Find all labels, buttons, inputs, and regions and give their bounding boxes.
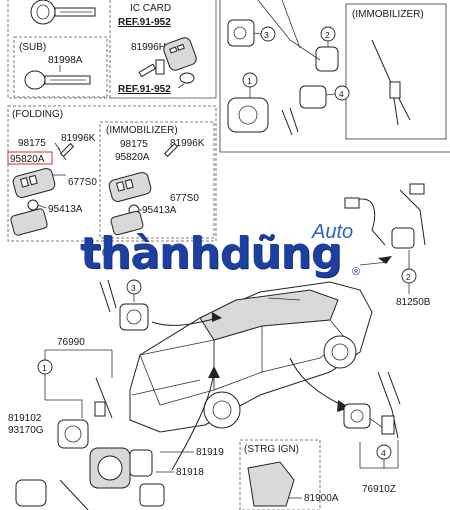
folding-label: (FOLDING) <box>12 109 63 120</box>
part-81919: 81919 <box>196 447 224 458</box>
immobilizer-top-label: (IMMOBILIZER) <box>352 9 424 20</box>
folding-label-fragment: 0) <box>102 248 111 259</box>
part-76910z: 76910Z <box>362 484 396 495</box>
car-outline <box>129 281 373 433</box>
part-95413a-b: 95413A <box>142 205 177 216</box>
trunk-lock-group: 4 76910Z <box>343 371 401 495</box>
part-677s0-a: 677S0 <box>68 177 97 188</box>
watermark-auto: Auto <box>312 221 354 243</box>
callout-2-right: 2 <box>406 272 411 282</box>
callout-3-mid: 3 <box>131 283 136 293</box>
strg-ign-label: (STRG IGN) <box>244 444 299 455</box>
ic-card-label: IC CARD <box>130 3 171 14</box>
part-95820a-a: 95820A <box>10 154 45 165</box>
part-98175-a: 98175 <box>18 138 46 149</box>
part-81996k-b: 81996K <box>170 138 205 149</box>
panel-frames <box>7 0 450 510</box>
immobilizer-top-group: (IMMOBILIZER) <box>352 9 424 126</box>
part-76990: 76990 <box>57 337 85 348</box>
highlight-box <box>7 151 53 165</box>
ic-card-group: IC CARD REF.91-952 81996H REF.91-952 <box>118 3 197 95</box>
strg-ign-group: (STRG IGN) 81900A <box>244 444 339 507</box>
part-81996k-a: 81996K <box>61 133 96 144</box>
part-81996h: 81996H <box>131 42 166 53</box>
part-81250b: 81250B <box>396 297 431 308</box>
door-lock-right-group: 2 81250B <box>344 183 431 308</box>
connector-arrows <box>151 312 386 471</box>
part-98175-b: 98175 <box>120 139 148 150</box>
sub-label: (SUB) <box>19 42 46 53</box>
part-81900a: 81900A <box>304 493 339 504</box>
part-95820a-b: 95820A <box>115 152 150 163</box>
part-819102: 819102 <box>8 413 42 424</box>
part-81998a: 81998A <box>48 55 83 66</box>
folding-group: (FOLDING) 98175 81996K 95820A 677S0 9541… <box>7 109 97 236</box>
callout-1-top: 1 <box>247 76 252 86</box>
ref-bottom: REF.91-952 <box>118 84 171 95</box>
ignition-group: 76990 1 819102 93170G 81919 81918 <box>8 337 224 510</box>
part-95413a-a: 95413A <box>48 204 83 215</box>
key-blade-top <box>30 0 96 25</box>
part-93170g: 93170G <box>8 425 44 436</box>
callout-1-left: 1 <box>42 363 47 373</box>
ref-top: REF.91-952 <box>118 17 171 28</box>
door-lock-left-group: 0) 3 <box>99 248 149 331</box>
top-lock-group: 3 2 1 4 <box>227 0 350 136</box>
immobilizer-folding-label: (IMMOBILIZER) <box>106 125 178 136</box>
callout-2-top: 2 <box>325 30 330 40</box>
watermark-brand: thànhdũng <box>80 228 342 279</box>
watermark-registered: ® <box>352 266 361 278</box>
part-677s0-b: 677S0 <box>170 193 199 204</box>
sub-key-group: (SUB) 81998A <box>19 42 91 90</box>
callout-4-top: 4 <box>339 89 344 99</box>
part-81918: 81918 <box>176 467 204 478</box>
callout-3-top: 3 <box>264 30 269 40</box>
immobilizer-folding-group: (IMMOBILIZER) 98175 81996K 95820A 677S0 … <box>106 125 205 236</box>
callout-4-right: 4 <box>381 448 386 458</box>
